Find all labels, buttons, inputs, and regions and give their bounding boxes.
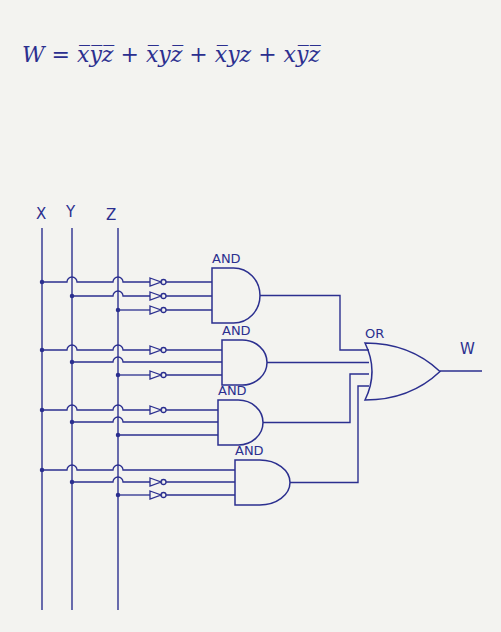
input-wire [166,374,222,375]
gate-symbol [212,268,260,323]
bus-line [41,228,42,610]
inverter-bubble [161,493,166,498]
input-wire [166,349,222,350]
input-wire [166,481,235,482]
input-wire [166,295,212,296]
inverter-bubble [161,294,166,299]
tap-dot [116,433,119,436]
input-wire [72,357,222,362]
tap-dot [70,480,73,483]
tap-dot [70,420,73,423]
signal-name: Z [106,206,116,224]
tap-dot [40,408,43,411]
inverter-symbol [150,306,161,314]
gate-outline [218,400,263,445]
gate-wire [290,386,369,483]
boolean-equation: W = x̅y̅z̅ + x̅yz̅ + x̅yz + xy̅z̅ [22,42,320,67]
and-gate: AND [212,250,260,323]
input-wire [42,345,150,350]
gate-label: AND [222,322,267,340]
input-wire [72,291,150,296]
inverter-symbol [150,346,161,354]
inverter-bubble [161,373,166,378]
input-wire [42,405,150,410]
gate-wire [267,362,369,363]
tap-dot [116,373,119,376]
inverter-symbol [150,478,161,486]
input-wire [166,309,212,310]
gate-label: AND [212,250,260,268]
inverter-symbol [150,491,161,499]
inverter-bubble [161,480,166,485]
tap-dot [40,280,43,283]
gate-symbol [365,343,440,400]
signal-name: Y [66,203,75,221]
gate-wire [260,296,369,351]
tap-dot [116,493,119,496]
signal-name: X [36,205,46,223]
input-wire [42,277,150,282]
gate-outline [365,343,440,400]
gate-label: AND [218,382,263,400]
and-gate: AND [218,382,263,445]
tap-dot [40,468,43,471]
gate-wire [263,374,369,423]
tap-dot [116,308,119,311]
signal-name: W [460,340,475,358]
gate-symbol [222,340,267,385]
gate-outline [235,460,290,505]
input-wire [166,281,212,282]
inverter-symbol [150,406,161,414]
inverter-bubble [161,348,166,353]
bus-line [117,228,118,610]
input-wire [118,494,150,495]
inverter-bubble [161,408,166,413]
gate-outline [212,268,260,323]
input-wire [72,417,218,422]
inverter-bubble [161,280,166,285]
input-wire [118,434,218,435]
tap-dot [70,294,73,297]
input-wire [118,309,150,310]
input-wire [118,374,150,375]
tap-dot [70,360,73,363]
inverter-symbol [150,371,161,379]
input-wire [166,494,235,495]
output-wire [440,370,482,371]
inverter-bubble [161,308,166,313]
tap-dot [40,348,43,351]
gate-symbol [235,460,290,505]
gate-label: OR [365,325,440,343]
gate-label: AND [235,442,290,460]
input-wire [42,465,235,470]
gate-symbol [218,400,263,445]
and-gate: AND [235,442,290,505]
and-gate: AND [222,322,267,385]
inverter-symbol [150,292,161,300]
or-gate: OR [365,325,440,400]
gate-outline [222,340,267,385]
input-wire [166,409,218,410]
inverter-symbol [150,278,161,286]
input-wire [72,477,150,482]
bus-line [71,228,72,610]
